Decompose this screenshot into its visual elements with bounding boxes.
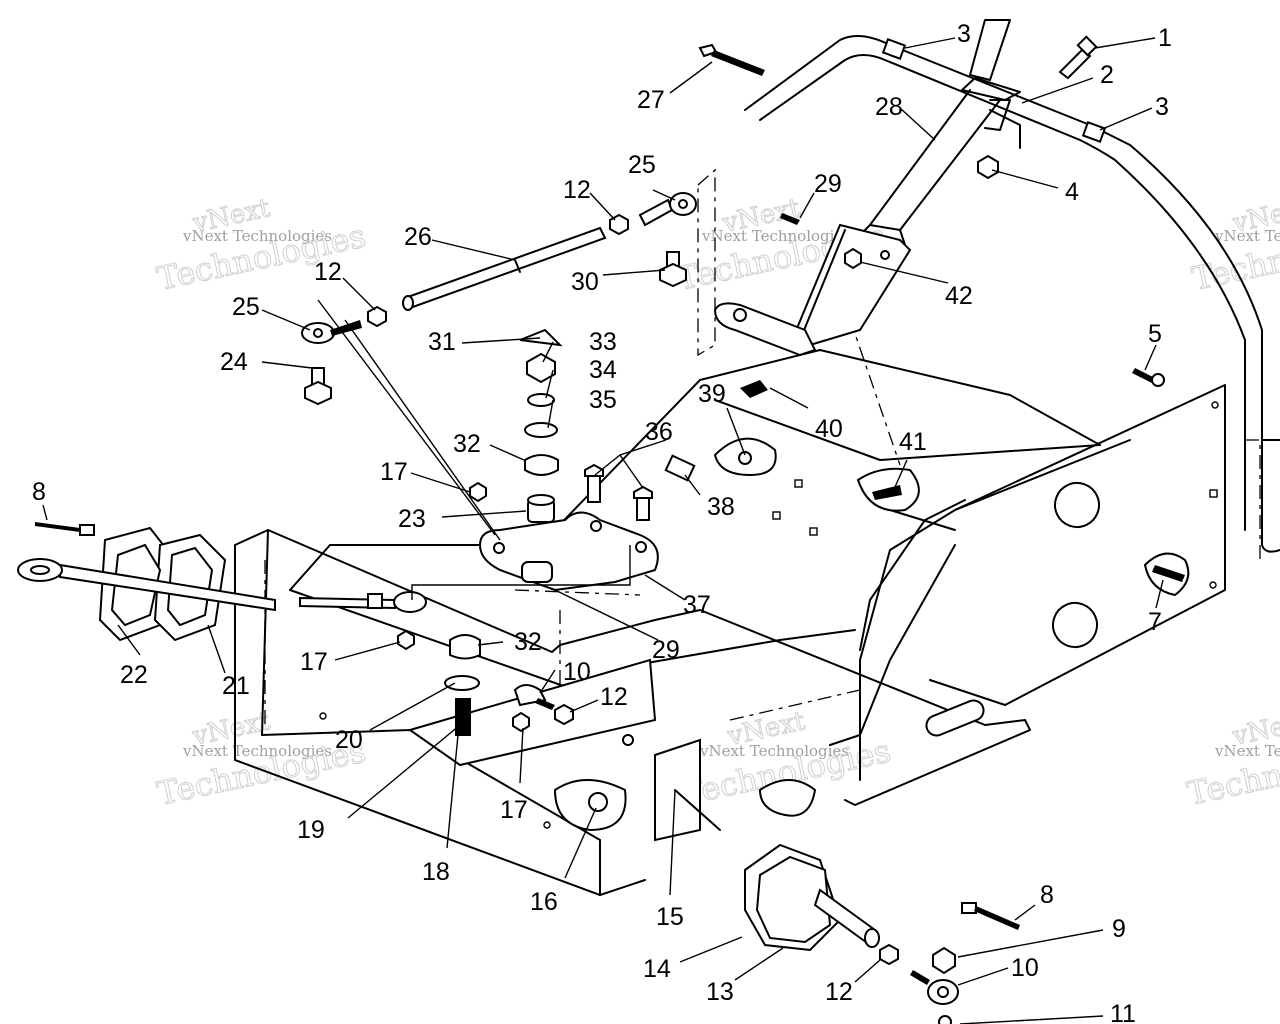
svg-text:vNext Technologies: vNext Technologies (1214, 227, 1280, 245)
callout-20: 20 (335, 726, 363, 754)
callout-32: 32 (514, 628, 542, 656)
callout-38: 38 (707, 493, 735, 521)
callout-27: 27 (637, 86, 665, 114)
callout-22: 22 (120, 661, 148, 689)
svg-text:vNext Technologies: vNext Technologies (182, 227, 332, 245)
callout-4: 4 (1065, 178, 1079, 206)
callout-29: 29 (814, 170, 842, 198)
callout-5: 5 (1148, 320, 1162, 348)
callout-41: 41 (899, 428, 927, 456)
callout-3: 3 (957, 20, 971, 48)
callout-39: 39 (698, 380, 726, 408)
callout-18: 18 (422, 858, 450, 886)
chassis-frame (234, 168, 1261, 896)
callout-labels: 1 2 3 3 4 5 7 8 8 9 10 10 11 12 12 12 12… (32, 20, 1172, 1024)
callout-34: 34 (589, 356, 617, 384)
callout-12: 12 (600, 683, 628, 711)
callout-3: 3 (1155, 93, 1169, 121)
callout-1: 1 (1158, 24, 1172, 52)
watermark-bottom-right: vNext Technologies vNext Technologies (1183, 706, 1280, 814)
svg-text:vNext Technologies: vNext Technologies (182, 742, 332, 760)
callout-23: 23 (398, 505, 426, 533)
callout-9: 9 (1112, 915, 1126, 943)
callout-2: 2 (1100, 61, 1114, 89)
callout-17: 17 (500, 796, 528, 824)
callout-35: 35 (589, 386, 617, 414)
callout-25: 25 (628, 151, 656, 179)
svg-text:vNext Technologies: vNext Technologies (1214, 742, 1280, 760)
callout-17: 17 (300, 648, 328, 676)
callout-37: 37 (683, 591, 711, 619)
callout-21: 21 (222, 672, 250, 700)
leader-lines (42, 37, 1164, 1024)
callout-42: 42 (945, 282, 973, 310)
callout-17: 17 (380, 458, 408, 486)
fasteners (17, 35, 1190, 1024)
callout-31: 31 (428, 328, 456, 356)
callout-30: 30 (571, 268, 599, 296)
callout-33: 33 (589, 328, 617, 356)
callout-25: 25 (232, 293, 260, 321)
callout-26: 26 (404, 223, 432, 251)
callout-11: 11 (1110, 1000, 1136, 1024)
callout-12: 12 (314, 258, 342, 286)
callout-32: 32 (453, 430, 481, 458)
callout-14: 14 (643, 955, 671, 983)
callout-28: 28 (875, 93, 903, 121)
callout-12: 12 (825, 978, 853, 1006)
callout-8: 8 (32, 478, 46, 506)
callout-40: 40 (815, 415, 843, 443)
watermark-top-right: vNext Technologies vNext Technologies (1188, 193, 1280, 299)
callout-29: 29 (652, 636, 680, 664)
callout-36: 36 (645, 418, 673, 446)
callout-19: 19 (297, 816, 325, 844)
svg-text:vNext Technologies: vNext Technologies (699, 742, 849, 760)
callout-13: 13 (706, 978, 734, 1006)
callout-8: 8 (1040, 881, 1054, 909)
callout-12: 12 (563, 176, 591, 204)
svg-text:vNext Technologies: vNext Technologies (701, 227, 851, 245)
callout-24: 24 (220, 348, 248, 376)
callout-7: 7 (1148, 608, 1162, 636)
callout-10: 10 (1011, 954, 1039, 982)
callout-16: 16 (530, 888, 558, 916)
callout-15: 15 (656, 903, 684, 931)
handlebar-assembly (713, 19, 1280, 553)
callout-10: 10 (563, 658, 591, 686)
